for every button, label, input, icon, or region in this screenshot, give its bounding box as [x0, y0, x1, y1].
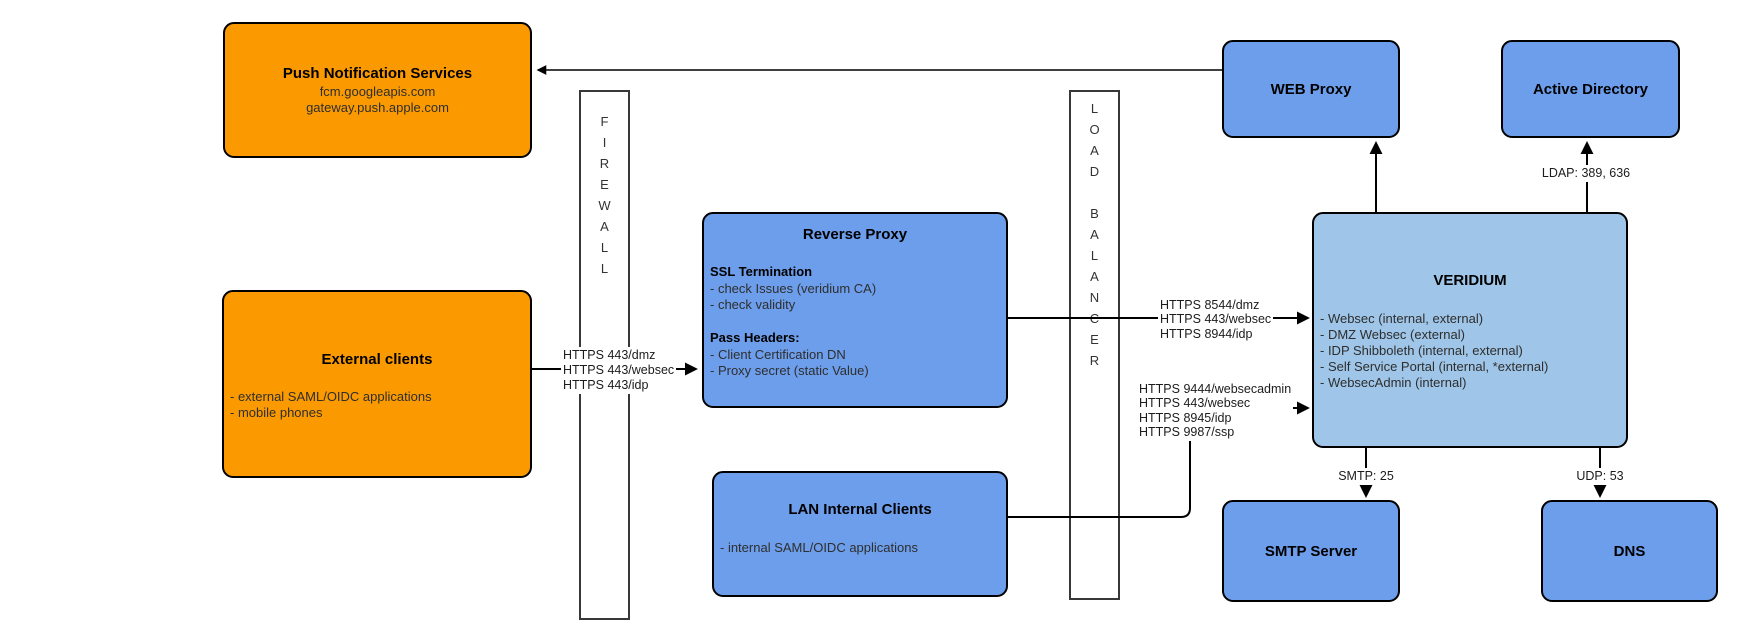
- node-title: Push Notification Services: [282, 65, 473, 82]
- edge-label-line: HTTPS 9987/ssp: [1139, 425, 1235, 440]
- edge-label-line: HTTPS 443/websec: [1160, 312, 1272, 327]
- node-items: - Websec (internal, external) - DMZ Webs…: [1320, 311, 1548, 391]
- node-title: VERIDIUM: [1433, 272, 1507, 289]
- node-title: LAN Internal Clients: [788, 501, 932, 518]
- list-item: - IDP Shibboleth (internal, external): [1320, 343, 1523, 358]
- edge-label-line: HTTPS 443/websec: [563, 363, 675, 377]
- edge-label-reverse-proxy-to-veridium: HTTPS 8544/dmz HTTPS 443/websec HTTPS 89…: [1158, 297, 1274, 343]
- node-sublines: fcm.googleapis.com gateway.push.apple.co…: [225, 84, 530, 116]
- node-external-clients: External clients - external SAML/OIDC ap…: [222, 290, 532, 478]
- node-title: Reverse Proxy: [802, 226, 908, 243]
- list-item: - Proxy secret (static Value): [710, 363, 869, 378]
- node-active-directory: Active Directory: [1501, 40, 1680, 138]
- list-item: - external SAML/OIDC applications: [230, 389, 432, 404]
- section-heading: Pass Headers:: [710, 330, 800, 345]
- edge-label-line: HTTPS 443/dmz: [563, 348, 656, 362]
- list-item: - DMZ Websec (external): [1320, 327, 1465, 342]
- section-heading: SSL Termination: [710, 264, 813, 279]
- node-title: Active Directory: [1532, 80, 1649, 98]
- node-web-proxy: WEB Proxy: [1222, 40, 1400, 138]
- node-veridium: VERIDIUM - Websec (internal, external) -…: [1312, 212, 1628, 448]
- node-load-balancer: LOAD BALANCER: [1069, 90, 1120, 600]
- edge-label-ldap-ports: LDAP: 389, 636: [1539, 165, 1633, 182]
- node-reverse-proxy: Reverse Proxy SSL Termination - check Is…: [702, 212, 1008, 408]
- node-items: - external SAML/OIDC applications - mobi…: [230, 389, 432, 421]
- list-item: - mobile phones: [230, 405, 323, 420]
- list-item: - Websec (internal, external): [1320, 311, 1484, 326]
- node-items: - internal SAML/OIDC applications: [720, 540, 918, 556]
- node-title: DNS: [1613, 542, 1646, 560]
- push-host-fcm: fcm.googleapis.com: [319, 84, 436, 99]
- node-title: SMTP Server: [1264, 542, 1358, 560]
- push-host-apns: gateway.push.apple.com: [306, 100, 449, 115]
- node-dns: DNS: [1541, 500, 1718, 602]
- edge-label-line: HTTPS 443/idp: [563, 378, 649, 392]
- spacer: [710, 314, 876, 331]
- node-title: External clients: [321, 351, 433, 368]
- edge-label-udp-port: UDP: 53: [1574, 468, 1626, 485]
- edge-label-line: HTTPS 9444/websecadmin: [1139, 382, 1292, 396]
- list-item: - check validity: [710, 297, 796, 312]
- list-item: - Client Certification DN: [710, 346, 846, 362]
- list-item: - Self Service Portal (internal, *extern…: [1320, 359, 1549, 374]
- node-body: SSL Termination - check Issues (veridium…: [710, 264, 876, 380]
- list-item: - internal SAML/OIDC applications: [720, 540, 918, 555]
- list-item: - WebsecAdmin (internal): [1320, 375, 1467, 390]
- edge-label-lan-to-veridium: HTTPS 9444/websecadmin HTTPS 443/websec …: [1137, 381, 1294, 441]
- edge-label-external-to-reverse-proxy: HTTPS 443/dmz HTTPS 443/websec HTTPS 443…: [561, 347, 677, 394]
- edge-label-line: HTTPS 8544/dmz: [1160, 298, 1260, 312]
- edge-label-smtp-port: SMTP: 25: [1336, 468, 1396, 485]
- edge-label-line: HTTPS 8945/idp: [1139, 410, 1232, 425]
- edge-label-line: HTTPS 8944/idp: [1160, 326, 1253, 341]
- node-smtp-server: SMTP Server: [1222, 500, 1400, 602]
- node-title: WEB Proxy: [1270, 80, 1352, 98]
- firewall-vertical-label: FIREWALL: [597, 114, 612, 282]
- list-item: - check Issues (veridium CA): [710, 280, 877, 296]
- node-push-notification-services: Push Notification Services fcm.googleapi…: [223, 22, 532, 158]
- load-balancer-vertical-label: LOAD BALANCER: [1087, 101, 1102, 374]
- edge-label-line: HTTPS 443/websec: [1139, 396, 1251, 411]
- node-lan-internal-clients: LAN Internal Clients - internal SAML/OID…: [712, 471, 1008, 597]
